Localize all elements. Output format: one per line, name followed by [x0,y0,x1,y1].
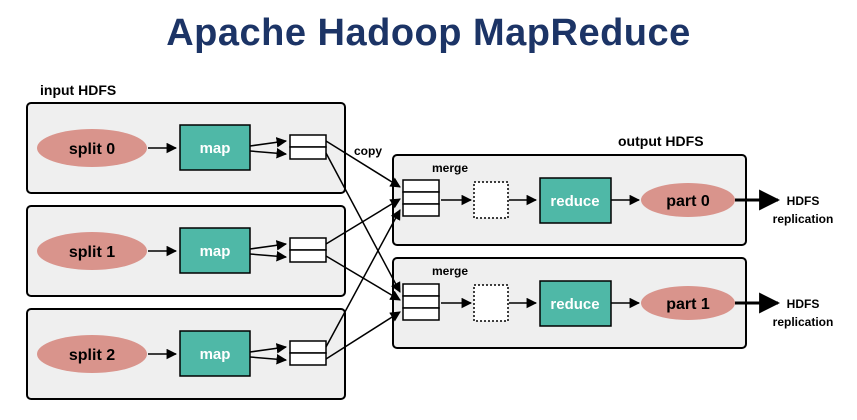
page-title: Apache Hadoop MapReduce [166,12,691,54]
arrow-map0-buf-bottom [249,147,288,159]
input-hdfs-label: input HDFS [40,82,116,98]
arrow-map2-buf-bottom [249,353,288,365]
split-2-label: split 2 [69,347,115,364]
map-label-2: map [200,346,231,363]
merged-output-box-0 [473,181,509,219]
arrow-copy-2-0 [325,209,401,348]
split-1-oval [37,232,147,270]
arrow-copy-0-0 [325,140,401,188]
arrow-copy-2-1 [325,311,401,360]
merge-buffer-1 [402,283,440,321]
split-0-oval [37,129,147,167]
map-box-1 [179,227,251,274]
split-2-oval [37,335,147,373]
reduce-label-1: reduce [550,296,599,313]
sort-buffer-2 [289,340,327,366]
reduce-box-1 [539,280,612,327]
arrow-map1-buf-top [249,240,288,251]
split-0-label: split 0 [69,141,115,158]
replication-label-0: replication [773,212,834,226]
map-label-1: map [200,243,231,260]
part-0-oval [641,183,735,217]
hdfs-label-0: HDFS [787,194,820,208]
merged-output-box-1 [473,284,509,322]
map-box-0 [179,124,251,171]
arrow-map1-buf-bottom [249,250,288,262]
output-hdfs-label: output HDFS [618,133,704,149]
split-1-label: split 1 [69,244,115,261]
arrow-map2-buf-top [249,343,288,354]
sort-buffer-0 [289,134,327,160]
part-1-oval [641,286,735,320]
sort-buffer-1 [289,237,327,263]
arrow-map0-buf-top [249,137,288,148]
merge-buffer-0 [402,179,440,217]
map-label-0: map [200,140,231,157]
merge-label-0: merge [432,161,468,175]
hdfs-label-1: HDFS [787,297,820,311]
arrow-copy-0-1 [325,152,401,293]
map-box-2 [179,330,251,377]
merge-label-1: merge [432,264,468,278]
part-1-label: part 1 [666,296,710,313]
reduce-label-0: reduce [550,193,599,210]
part-0-label: part 0 [666,193,710,210]
copy-label: copy [354,144,382,158]
replication-label-1: replication [773,315,834,329]
arrow-copy-1-0 [325,198,401,245]
